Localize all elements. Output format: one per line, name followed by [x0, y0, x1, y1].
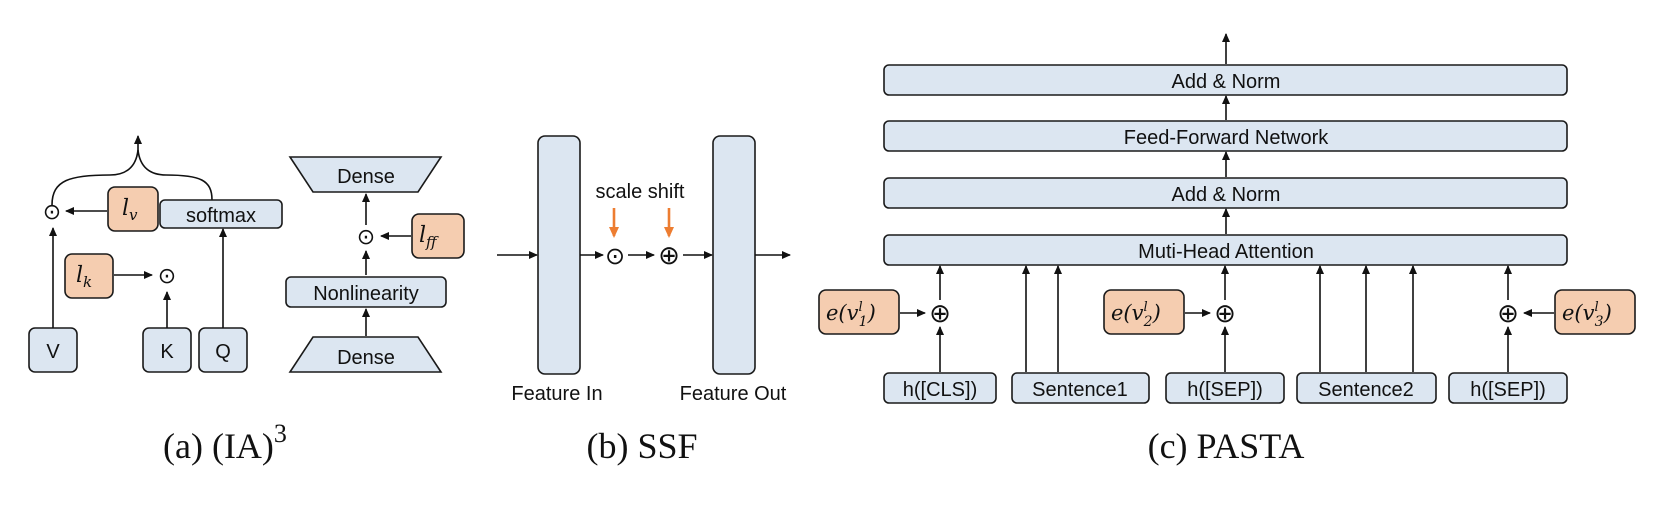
feature-in-label: Feature In: [511, 383, 602, 405]
k-label: K: [160, 341, 174, 363]
caption-b: (b) SSF: [586, 426, 697, 466]
add-norm-bottom-label: Add & Norm: [1172, 184, 1281, 206]
token-sentence1: [1011, 372, 1150, 404]
token-sentence2: [1296, 372, 1437, 404]
lk-label: lk: [76, 263, 92, 291]
mha-label: Muti-Head Attention: [1138, 241, 1314, 263]
lv-box: [107, 186, 159, 232]
ffn-label: Feed-Forward Network: [1124, 127, 1330, 149]
lk-box: [64, 253, 114, 299]
q-label: Q: [215, 341, 231, 363]
shift-op: ⊕: [658, 241, 680, 271]
caption-c: (c) PASTA: [1148, 426, 1305, 466]
feature-out-label: Feature Out: [680, 383, 787, 405]
panel-ia3: ⊙ lv softmax lk ⊙ V K Q Dense ⊙ lff Nonl…: [28, 135, 465, 466]
dense-top-box: [288, 156, 443, 193]
dense-top-label: Dense: [337, 166, 395, 188]
token-sep2-label: h([SEP]): [1470, 379, 1546, 401]
oplus-1: ⊕: [929, 299, 951, 329]
caption-a: (a) (IA)3: [163, 419, 287, 466]
panel-ssf: ⊙ ⊕ scale shift Feature In Feature Out (…: [497, 135, 791, 466]
token-sentence1-label: Sentence1: [1032, 379, 1128, 401]
feature-out-block: [712, 135, 756, 375]
add-norm-top-label: Add & Norm: [1172, 71, 1281, 93]
lff-label: lff: [419, 223, 439, 251]
oplus-3: ⊕: [1497, 299, 1519, 329]
feature-in-block: [537, 135, 581, 375]
scale-op: ⊙: [605, 242, 625, 270]
lff-box: [411, 213, 465, 259]
odot-v: ⊙: [43, 200, 61, 225]
token-sep1-label: h([SEP]): [1187, 379, 1263, 401]
dense-bottom-box: [288, 336, 443, 373]
e-v2-box: [1103, 289, 1185, 335]
lv-label: lv: [122, 196, 138, 224]
token-sep1: [1165, 372, 1285, 404]
scale-shift-label: scale shift: [596, 181, 685, 203]
odot-k: ⊙: [158, 264, 176, 289]
token-cls-label: h([CLS]): [903, 379, 977, 401]
token-sentence2-label: Sentence2: [1318, 379, 1414, 401]
e-v1-box: [818, 289, 900, 335]
dense-bottom-label: Dense: [337, 347, 395, 369]
nonlinearity-box: [285, 276, 447, 308]
token-sep2: [1448, 372, 1568, 404]
panel-pasta: Add & Norm Feed-Forward Network Add & No…: [818, 33, 1636, 466]
e-v3-box: [1554, 289, 1636, 335]
nonlinearity-label: Nonlinearity: [313, 283, 419, 305]
softmax-label: softmax: [186, 205, 256, 227]
odot-ff: ⊙: [357, 225, 375, 250]
oplus-2: ⊕: [1214, 299, 1236, 329]
v-label: V: [46, 341, 60, 363]
token-cls: [883, 372, 997, 404]
